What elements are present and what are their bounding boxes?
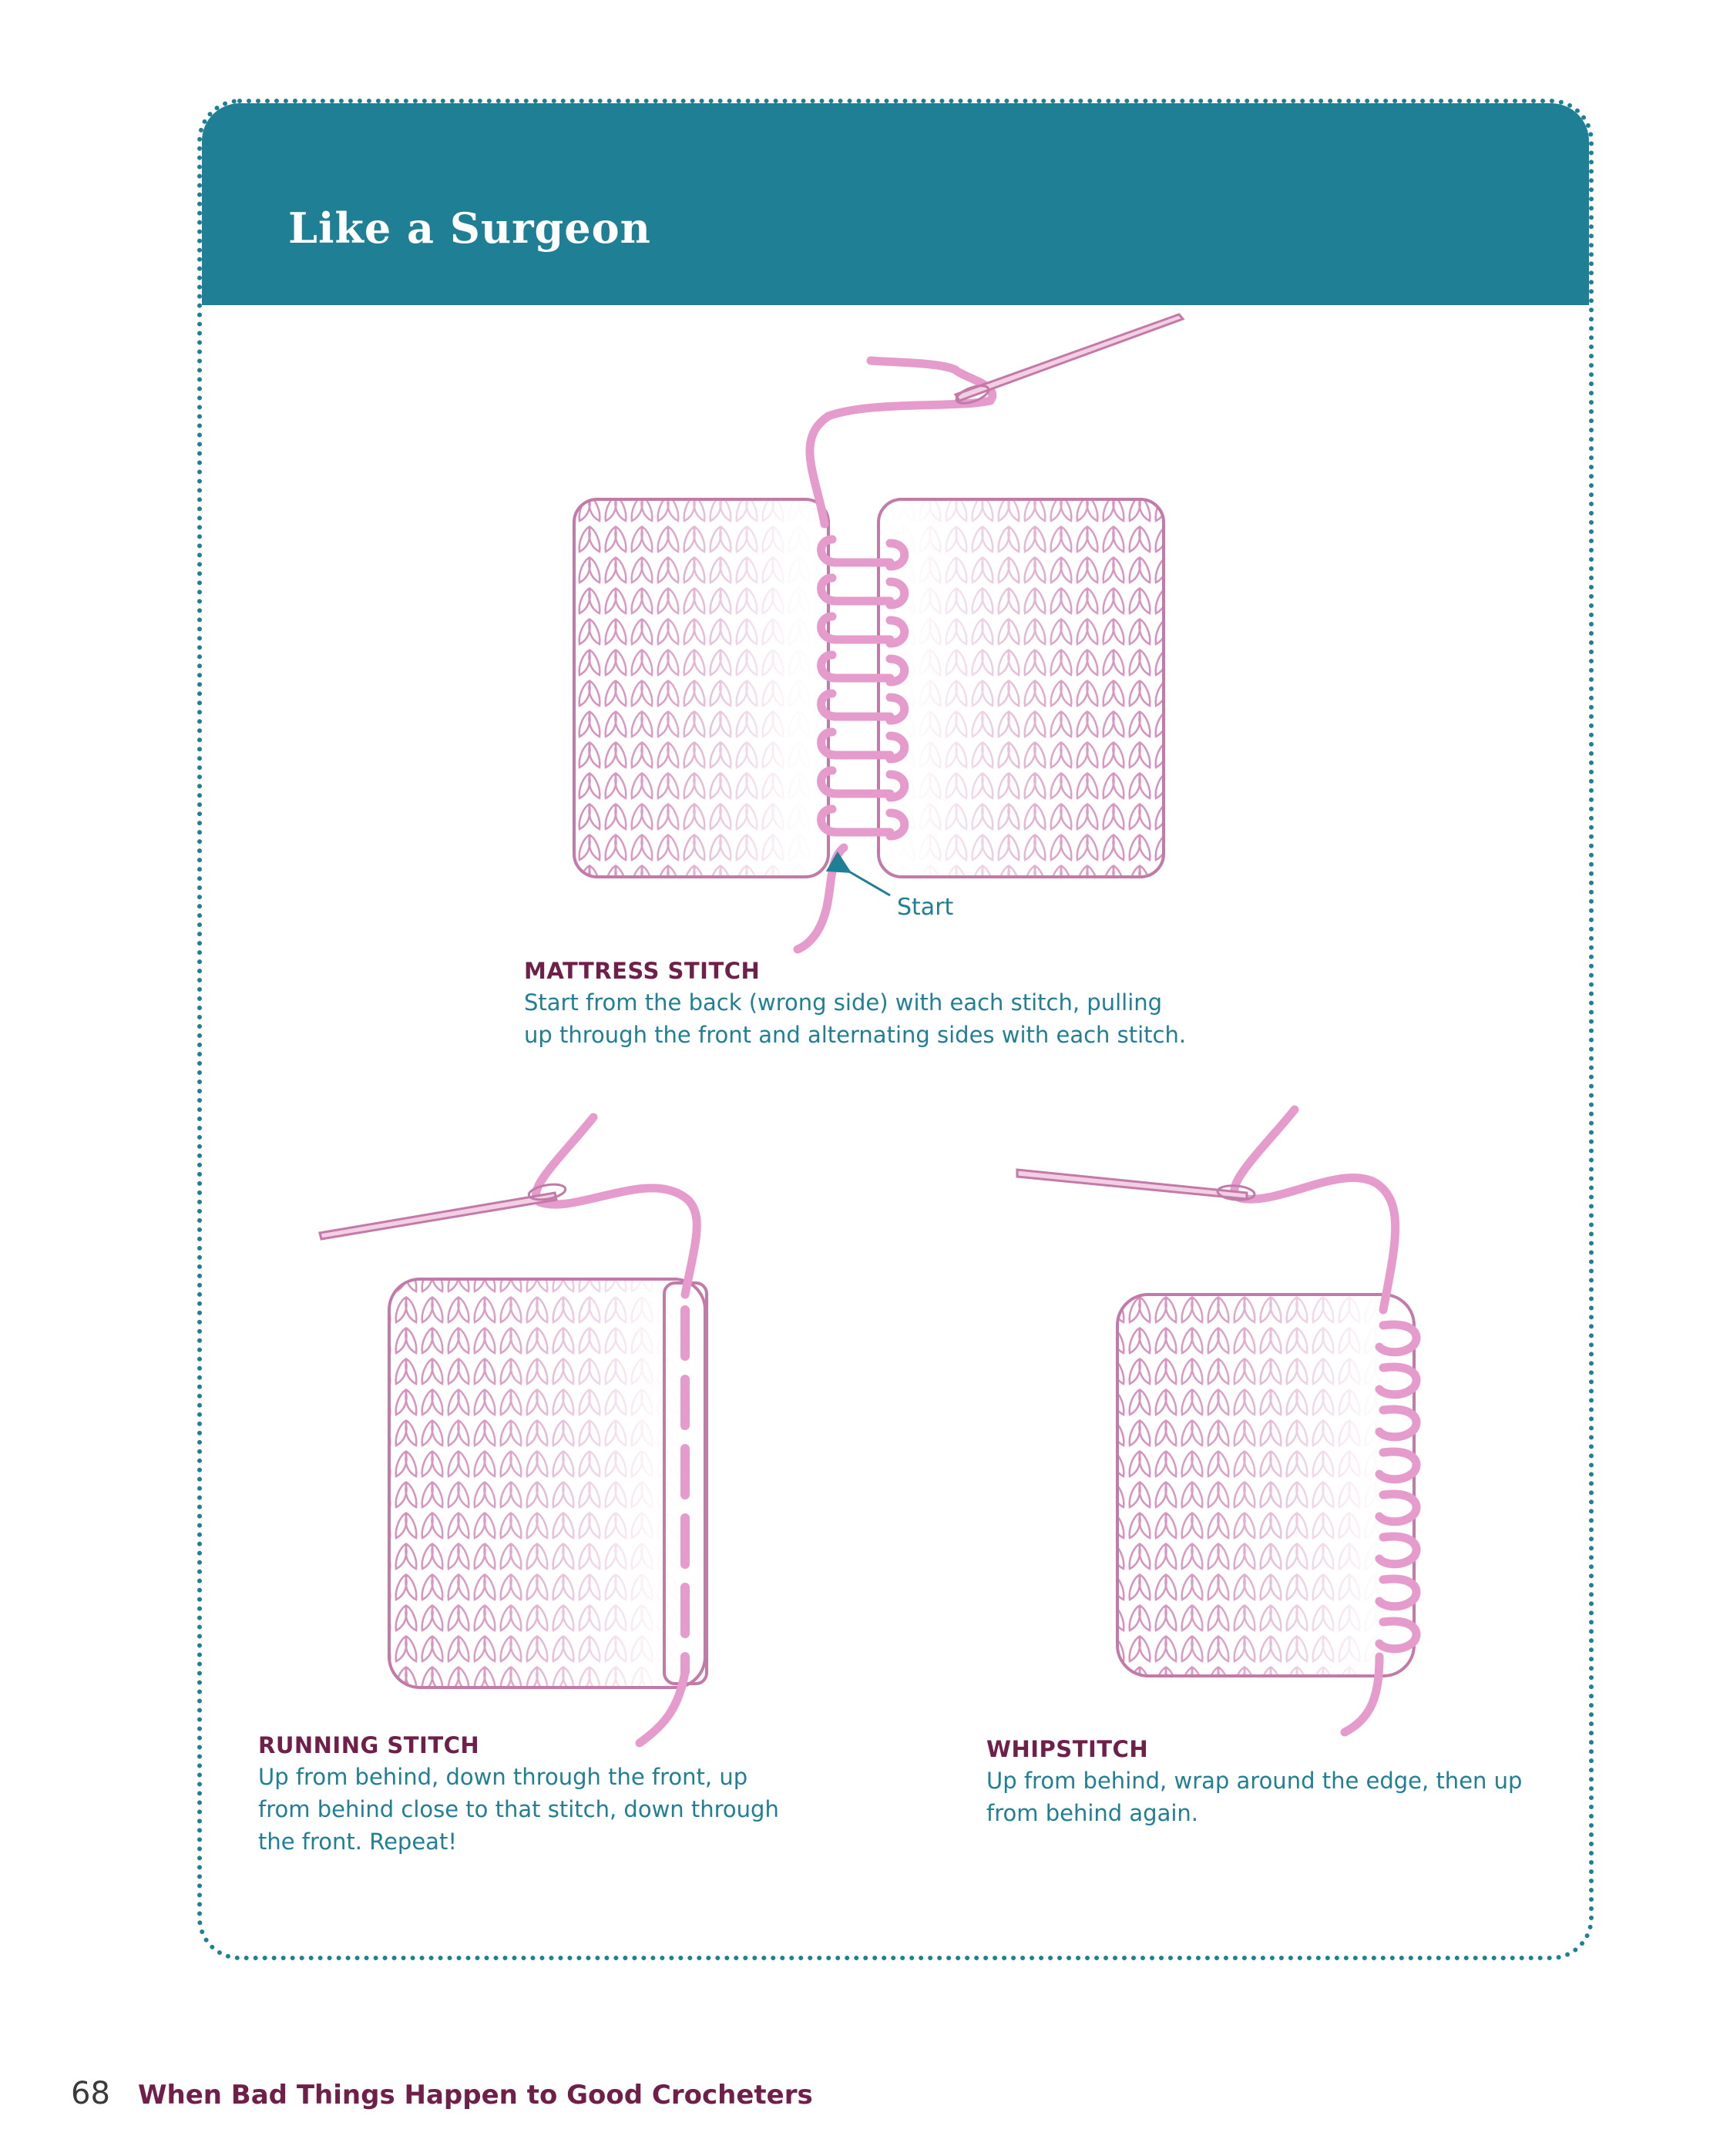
mattress-line-2: up through the front and alternating sid… (524, 1022, 1187, 1048)
running-line-1: Up from behind, down through the front, … (258, 1764, 748, 1790)
running-stitch-heading: RUNNING STITCH (258, 1732, 480, 1758)
mattress-caption: MATTRESS STITCH Start from the back (wro… (524, 955, 1186, 1051)
whip-stitches (1375, 1320, 1421, 1654)
whip-line-2: from behind again. (986, 1800, 1199, 1826)
left-swatch (573, 498, 830, 878)
book-title: When Bad Things Happen to Good Crocheter… (138, 2080, 813, 2111)
mattress-stitches (817, 535, 909, 841)
header-band (202, 103, 1589, 305)
mattress-line-1: Start from the back (wrong side) with ea… (524, 989, 1163, 1016)
running-caption: RUNNING STITCH Up from behind, down thro… (258, 1730, 779, 1858)
section-title: Like a Surgeon (288, 203, 651, 253)
mattress-stitch-heading: MATTRESS STITCH (524, 958, 761, 984)
running-line-3: the front. Repeat! (258, 1829, 457, 1855)
whip-line-1: Up from behind, wrap around the edge, th… (986, 1768, 1523, 1794)
needle (953, 313, 1185, 405)
page-footer: 68 When Bad Things Happen to Good Croche… (71, 2076, 813, 2111)
page-number: 68 (71, 2076, 110, 2111)
start-label: Start (897, 894, 954, 921)
mattress-stitch-illustration (573, 313, 1185, 954)
whipstitch-heading: WHIPSTITCH (986, 1736, 1149, 1762)
whipstitch-illustration (1016, 1105, 1421, 1737)
running-stitch-illustration (318, 1113, 708, 1748)
running-line-2: from behind close to that stitch, down t… (258, 1796, 779, 1822)
whip-caption: WHIPSTITCH Up from behind, wrap around t… (986, 1734, 1522, 1829)
right-swatch (877, 498, 1165, 878)
start-arrow (825, 851, 891, 897)
